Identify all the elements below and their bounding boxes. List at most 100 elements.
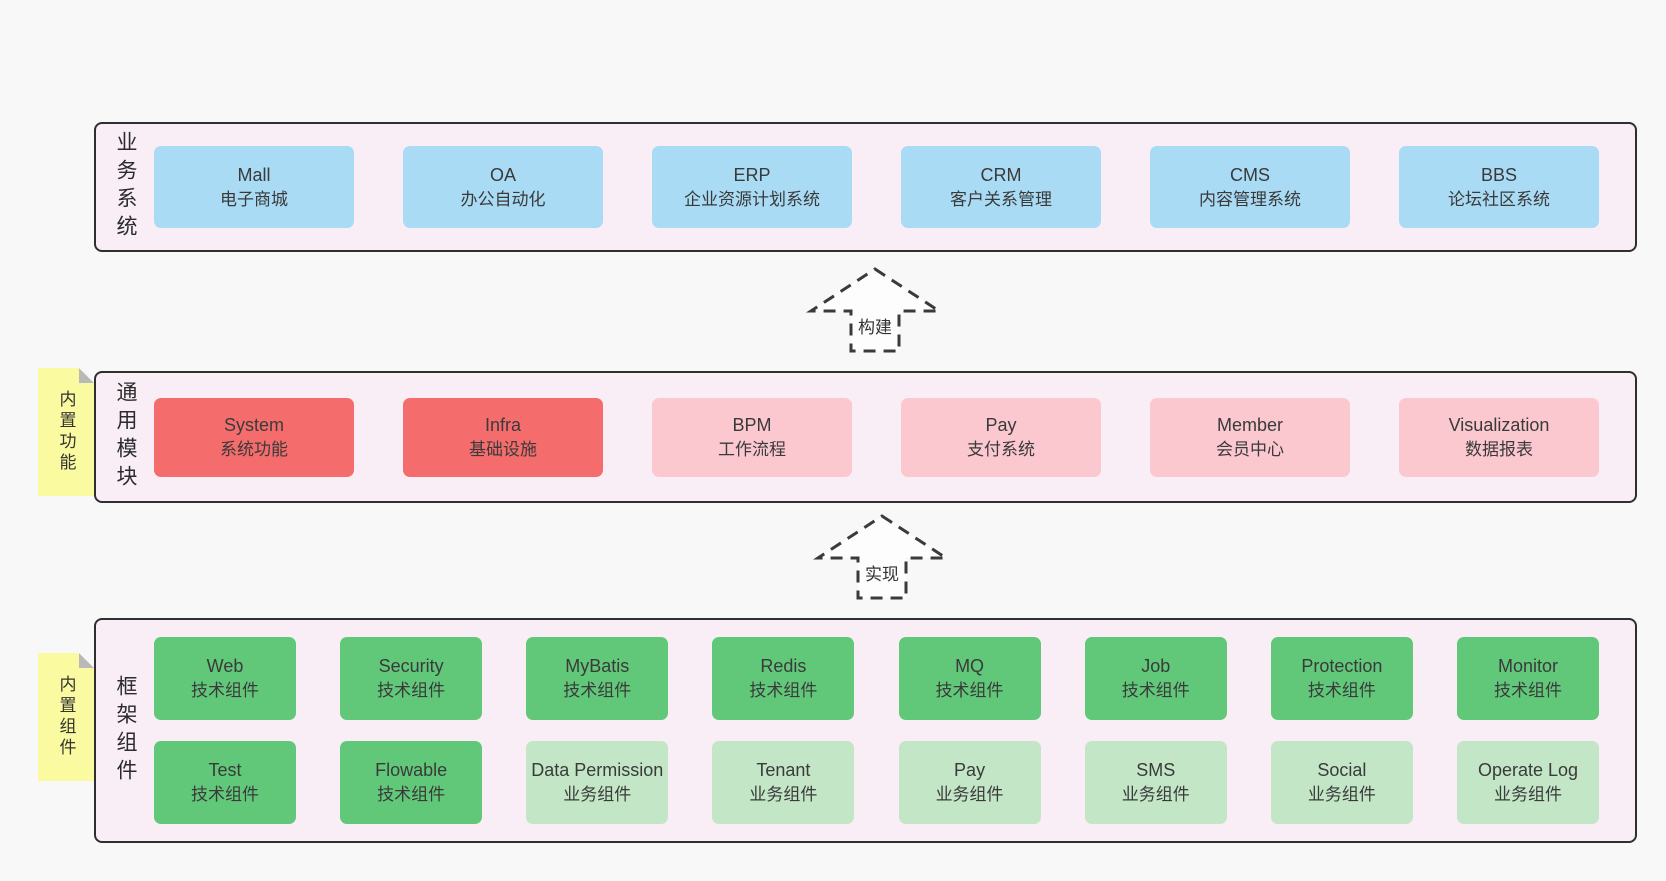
box-title: CMS	[1230, 164, 1270, 185]
box-subtitle: 技术组件	[1121, 681, 1190, 701]
box-redis: Redis 技术组件	[712, 637, 855, 720]
box-subtitle: 会员中心	[1216, 439, 1284, 459]
arrow-label: 构建	[855, 313, 895, 338]
box-title: Pay	[954, 760, 986, 781]
note-text: 内置功能	[56, 390, 76, 474]
box-mq: MQ 技术组件	[898, 637, 1041, 720]
box-subtitle: 论坛社区系统	[1448, 189, 1550, 209]
box-title: Infra	[484, 414, 522, 435]
box-subtitle: 系统功能	[220, 439, 288, 459]
layer-label-cell: 通用模块	[96, 373, 154, 501]
box-oa: OA 办公自动化	[403, 146, 603, 228]
box-job: Job 技术组件	[1084, 637, 1227, 720]
box-pay-business: Pay 业务组件	[898, 741, 1041, 824]
sticky-note-built-in-components: 内置组件	[38, 653, 94, 781]
box-subtitle: 数据报表	[1465, 439, 1533, 459]
box-protection: Protection 技术组件	[1270, 637, 1413, 720]
box-subtitle: 业务组件	[935, 785, 1004, 805]
box-subtitle: 技术组件	[191, 681, 259, 701]
up-arrow-icon	[812, 514, 952, 600]
box-subtitle: 技术组件	[1493, 681, 1562, 701]
arrow-label: 实现	[862, 560, 902, 585]
boxes-row-tech: Web 技术组件 Security 技术组件 MyBatis 技术组件 Redi…	[154, 637, 1599, 720]
implement-arrow: 实现	[812, 512, 952, 602]
box-subtitle: 业务组件	[563, 785, 632, 805]
box-subtitle: 业务组件	[1307, 785, 1376, 805]
box-title: Redis	[760, 656, 807, 677]
box-social: Social 业务组件	[1270, 741, 1413, 824]
boxes-area: System 系统功能 Infra 基础设施 BPM 工作流程 Pay 支付系统…	[154, 373, 1635, 501]
boxes-row: System 系统功能 Infra 基础设施 BPM 工作流程 Pay 支付系统…	[154, 397, 1599, 477]
box-title: OA	[489, 164, 516, 185]
box-title: Job	[1141, 656, 1171, 677]
box-subtitle: 内容管理系统	[1199, 189, 1301, 209]
box-subtitle: 企业资源计划系统	[684, 189, 820, 209]
box-subtitle: 支付系统	[967, 439, 1035, 459]
box-subtitle: 客户关系管理	[950, 189, 1052, 209]
box-subtitle: 电子商城	[220, 189, 288, 209]
box-erp: ERP 企业资源计划系统	[652, 146, 852, 228]
boxes-row: Mall 电子商城 OA 办公自动化 ERP 企业资源计划系统 CRM 客户关系…	[154, 146, 1599, 228]
box-monitor: Monitor 技术组件	[1456, 637, 1599, 720]
box-bpm: BPM 工作流程	[652, 397, 852, 477]
boxes-row-business: Test 技术组件 Flowable 技术组件 Data Permission …	[154, 741, 1599, 824]
box-subtitle: 工作流程	[718, 439, 786, 459]
layer-label: 业务系统	[114, 131, 137, 243]
box-cms: CMS 内容管理系统	[1150, 146, 1350, 228]
box-subtitle: 业务组件	[1493, 785, 1562, 805]
folded-corner-icon	[79, 368, 94, 383]
box-title: BPM	[732, 414, 772, 435]
box-system: System 系统功能	[154, 397, 354, 477]
box-title: MyBatis	[565, 656, 630, 677]
box-subtitle: 办公自动化	[460, 189, 546, 209]
box-title: Monitor	[1497, 656, 1558, 677]
box-title: Social	[1317, 760, 1367, 781]
box-subtitle: 业务组件	[749, 785, 818, 805]
layer-label: 框架组件	[114, 674, 137, 787]
box-title: Operate Log	[1477, 760, 1579, 781]
box-operate-log: Operate Log 业务组件	[1456, 741, 1599, 824]
layer-common-modules: 通用模块 System 系统功能 Infra 基础设施 BPM 工作流程 Pay	[94, 371, 1637, 503]
box-title: Member	[1216, 414, 1283, 435]
box-tenant: Tenant 业务组件	[712, 741, 855, 824]
box-title: Test	[208, 760, 242, 781]
box-title: ERP	[733, 164, 771, 185]
box-title: Security	[378, 656, 444, 677]
boxes-area: Mall 电子商城 OA 办公自动化 ERP 企业资源计划系统 CRM 客户关系…	[154, 124, 1635, 250]
box-subtitle: 业务组件	[1121, 785, 1190, 805]
box-title: Pay	[985, 414, 1017, 435]
box-subtitle: 技术组件	[749, 681, 818, 701]
box-title: SMS	[1136, 760, 1176, 781]
sticky-note-built-in-features: 内置功能	[38, 368, 94, 496]
up-arrow-icon	[805, 267, 945, 353]
box-mybatis: MyBatis 技术组件	[526, 637, 669, 720]
box-title: Visualization	[1448, 414, 1550, 435]
box-subtitle: 技术组件	[1307, 681, 1376, 701]
box-title: Tenant	[756, 760, 811, 781]
layer-label: 通用模块	[114, 381, 137, 493]
box-title: Mall	[237, 164, 271, 185]
layer-framework-components: 框架组件 Web 技术组件 Security 技术组件 MyBatis 技术组件…	[94, 618, 1637, 843]
box-subtitle: 技术组件	[377, 681, 446, 701]
box-subtitle: 基础设施	[469, 439, 537, 459]
layer-business-systems: 业务系统 Mall 电子商城 OA 办公自动化 ERP 企业资源计划系统 CRM	[94, 122, 1637, 252]
layer-label-cell: 框架组件	[96, 620, 154, 841]
box-security: Security 技术组件	[340, 637, 483, 720]
box-crm: CRM 客户关系管理	[901, 146, 1101, 228]
box-pay: Pay 支付系统	[901, 397, 1101, 477]
box-subtitle: 技术组件	[377, 785, 446, 805]
box-flowable: Flowable 技术组件	[340, 741, 483, 824]
box-subtitle: 技术组件	[191, 785, 259, 805]
box-subtitle: 技术组件	[935, 681, 1004, 701]
box-member: Member 会员中心	[1150, 397, 1350, 477]
box-title: Web	[206, 656, 244, 677]
folded-corner-icon	[79, 653, 94, 668]
box-bbs: BBS 论坛社区系统	[1399, 146, 1599, 228]
box-title: CRM	[980, 164, 1022, 185]
build-arrow: 构建	[805, 265, 945, 355]
note-text: 内置组件	[56, 675, 76, 759]
box-visualization: Visualization 数据报表	[1399, 397, 1599, 477]
box-title: Flowable	[375, 760, 448, 781]
box-infra: Infra 基础设施	[403, 397, 603, 477]
